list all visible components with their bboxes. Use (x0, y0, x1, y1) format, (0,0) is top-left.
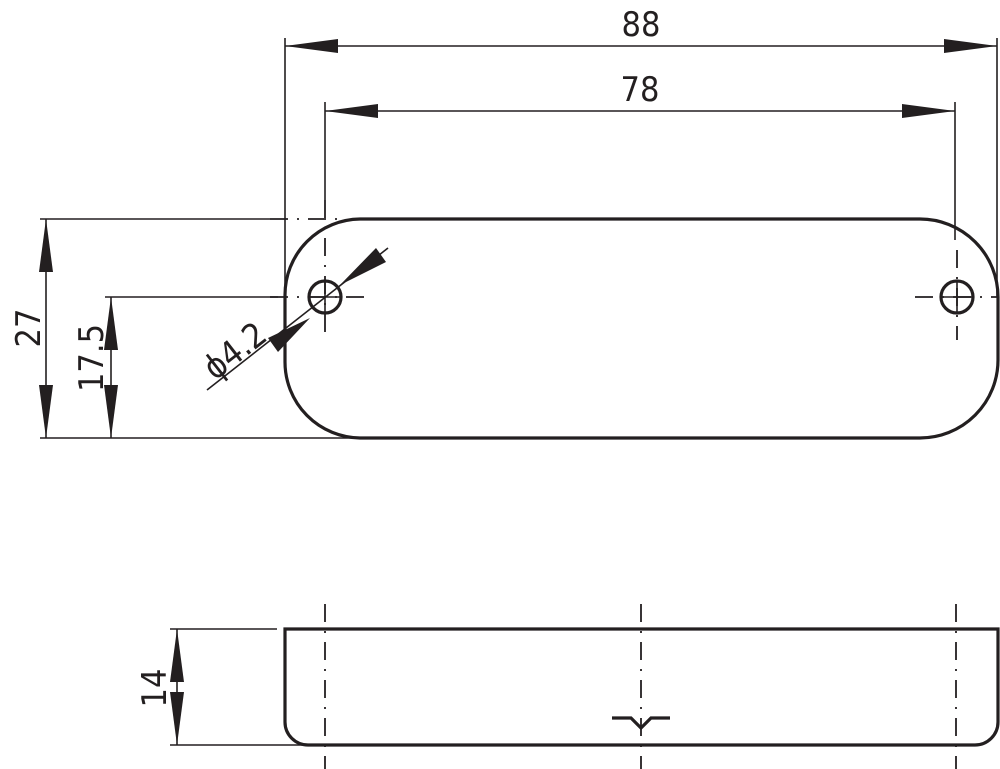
dim-label-14: 14 (135, 669, 175, 708)
hole-centerlines (270, 200, 998, 340)
dimension-overall-length: 88 (285, 5, 997, 53)
side-view: 14 (135, 604, 1000, 769)
dim-label-27: 27 (9, 309, 49, 348)
dimension-hole-diameter: ϕ4.2 (196, 247, 389, 391)
top-view: 88 78 27 17.5 ϕ4.2 (9, 5, 1000, 440)
plate-outline-side (283, 627, 1000, 747)
dim-label-17-5: 17.5 (72, 324, 112, 392)
dim-label-diameter: ϕ4.2 (196, 314, 275, 388)
dimension-hole-spacing: 78 (325, 70, 955, 118)
dimension-overall-width: 27 (9, 219, 53, 438)
dimension-hole-offset: 17.5 (72, 297, 118, 438)
plate-outline-top (283, 217, 1000, 440)
dimension-thickness: 14 (135, 629, 184, 745)
side-centerlines (324, 604, 957, 769)
dim-label-78: 78 (621, 70, 660, 110)
extension-lines (40, 38, 998, 439)
dim-label-88: 88 (622, 5, 661, 45)
surface-finish-symbol (612, 716, 670, 731)
